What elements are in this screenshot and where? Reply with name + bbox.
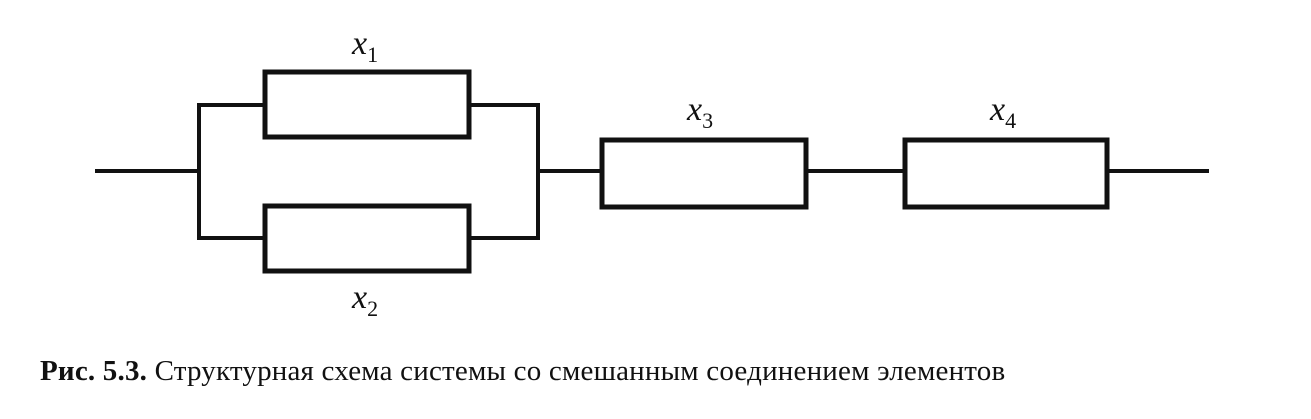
figure-caption: Рис. 5.3. Структурная схема системы со с… [40, 355, 1280, 388]
label-x2: x2 [351, 279, 378, 321]
label-x3: x3 [686, 91, 713, 133]
label-x1: x1 [351, 25, 378, 67]
figure-number: Рис. 5.3. [40, 355, 148, 387]
element-x1-box [262, 69, 472, 140]
element-x3-box [599, 137, 809, 210]
element-x2-box [262, 203, 472, 274]
figure-caption-text: Структурная схема системы со смешанным с… [154, 355, 1006, 387]
label-x4: x4 [989, 91, 1016, 133]
structural-diagram: x1 x2 x3 x4 [95, 25, 1209, 321]
element-x4-box [902, 137, 1110, 210]
